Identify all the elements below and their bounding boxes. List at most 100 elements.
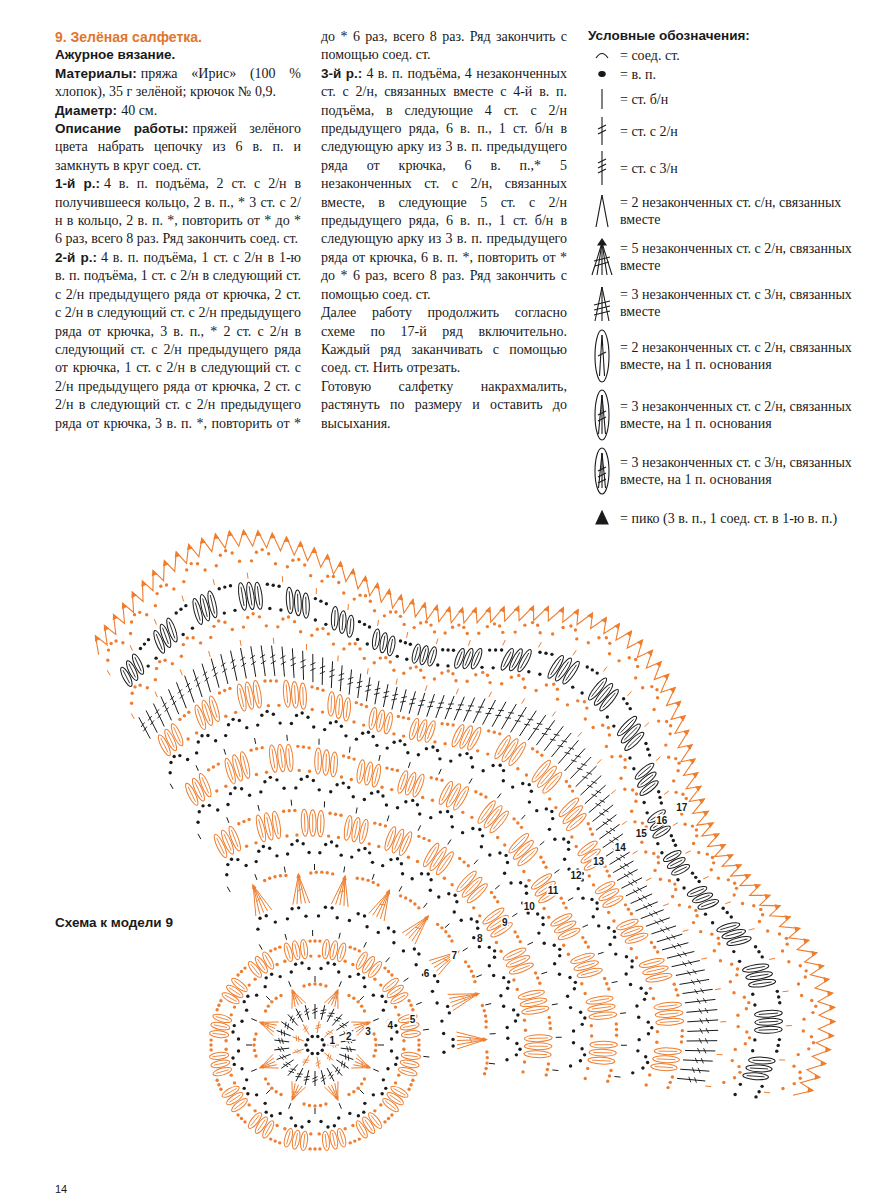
chain-dot	[579, 1059, 582, 1062]
cluster-oval	[206, 590, 219, 618]
stitch-symbol	[289, 981, 291, 987]
chain-dot	[417, 1043, 420, 1046]
cluster-stitch	[333, 756, 334, 773]
chain-dot	[233, 609, 236, 612]
chain-dot	[575, 845, 578, 848]
cluster-stitch	[590, 999, 609, 1002]
stitch-symbol	[312, 1077, 317, 1079]
stitch-symbol	[610, 828, 615, 831]
stitch-symbol	[251, 661, 256, 664]
stitch-symbol	[362, 1062, 363, 1068]
chain-dot	[297, 906, 300, 909]
chain-dot	[352, 795, 355, 798]
stitch-symbol	[377, 620, 379, 626]
chain-dot	[333, 963, 336, 966]
chain-dot	[296, 839, 299, 842]
chain-dot	[321, 689, 324, 692]
stitch-symbol	[515, 720, 521, 722]
chain-dot	[236, 973, 239, 976]
cluster-oval	[743, 1072, 769, 1081]
stitch-symbol	[383, 696, 389, 697]
chain-dot	[474, 673, 477, 676]
chain-dot	[233, 1063, 236, 1066]
chain-dot	[537, 931, 540, 934]
stitch-symbol	[445, 696, 454, 719]
chain-dot	[245, 1078, 248, 1081]
stitch-symbol	[552, 1004, 558, 1005]
chain-dot	[631, 1071, 634, 1074]
chain-dot	[198, 810, 201, 813]
chain-dot	[263, 1102, 266, 1105]
chain-dot	[363, 914, 366, 917]
stitch-symbol	[274, 1040, 289, 1042]
chain-dot	[623, 788, 626, 791]
chain-dot	[462, 860, 465, 863]
stitch-symbol	[485, 1004, 491, 1005]
stitch-symbol	[569, 748, 575, 750]
chain-dot	[744, 1042, 747, 1045]
stitch-symbol	[701, 988, 704, 993]
cluster-oval	[330, 752, 338, 777]
chain-dot	[319, 983, 322, 986]
cluster-stitch	[660, 1021, 679, 1022]
chain-dot	[433, 677, 436, 680]
stitch-symbol	[628, 882, 633, 886]
chain-dot	[274, 997, 277, 1000]
chain-dot	[427, 839, 430, 842]
chain-dot	[550, 810, 553, 813]
chain-dot	[418, 812, 421, 815]
chain-dot	[240, 970, 243, 973]
chain-dot	[653, 869, 656, 872]
stitch-symbol	[286, 1062, 291, 1065]
chain-dot	[372, 993, 375, 996]
stitch-symbol	[169, 689, 179, 714]
stitch-symbol	[310, 663, 315, 665]
chain-dot	[333, 1124, 336, 1127]
stitch-symbol	[251, 646, 256, 677]
stitch-symbol	[312, 654, 313, 682]
chain-dot	[515, 1042, 518, 1045]
stitch-symbol	[418, 825, 421, 830]
chain-dot	[648, 753, 651, 756]
cluster-oval	[524, 1034, 552, 1042]
chain-dot	[155, 667, 158, 670]
chain-dot	[317, 914, 320, 917]
cluster-stitch	[570, 816, 583, 827]
chain-dot	[496, 836, 499, 839]
chain-dot	[710, 932, 713, 935]
chain-dot	[513, 930, 516, 933]
chain-dot	[481, 834, 484, 837]
stitch-symbol	[473, 699, 485, 723]
chain-dot	[383, 966, 386, 969]
stitch-symbol	[453, 994, 478, 1011]
stitch-symbol	[331, 661, 332, 688]
cluster-stitch	[365, 959, 373, 970]
chain-dot	[588, 874, 591, 877]
stitch-symbol	[620, 866, 625, 869]
chain-dot	[179, 607, 182, 610]
stitch-symbol	[178, 689, 182, 693]
chain-dot	[256, 723, 259, 726]
stitch-symbol	[258, 805, 259, 811]
cluster-stitch	[318, 752, 319, 770]
chain-dot	[488, 946, 491, 949]
stitch-symbol	[131, 714, 134, 719]
chain-dot	[381, 864, 384, 867]
chain-dot	[512, 817, 515, 820]
stitch-symbol	[291, 1069, 296, 1071]
chain-dot	[313, 982, 316, 985]
cluster-stitch	[566, 665, 577, 681]
chain-dot	[278, 945, 281, 948]
chain-dot	[472, 936, 475, 939]
chain-dot	[606, 715, 609, 718]
chain-dot	[392, 941, 395, 944]
cluster-stitch	[346, 701, 348, 717]
chain-dot	[278, 1141, 281, 1144]
stitch-symbol	[582, 776, 587, 778]
chain-dot	[272, 713, 275, 716]
stitch-symbol	[165, 707, 169, 711]
chain-dot	[357, 848, 360, 851]
stitch-symbol	[315, 1071, 316, 1086]
chain-dot	[558, 973, 561, 976]
stitch-symbol	[341, 1048, 356, 1050]
